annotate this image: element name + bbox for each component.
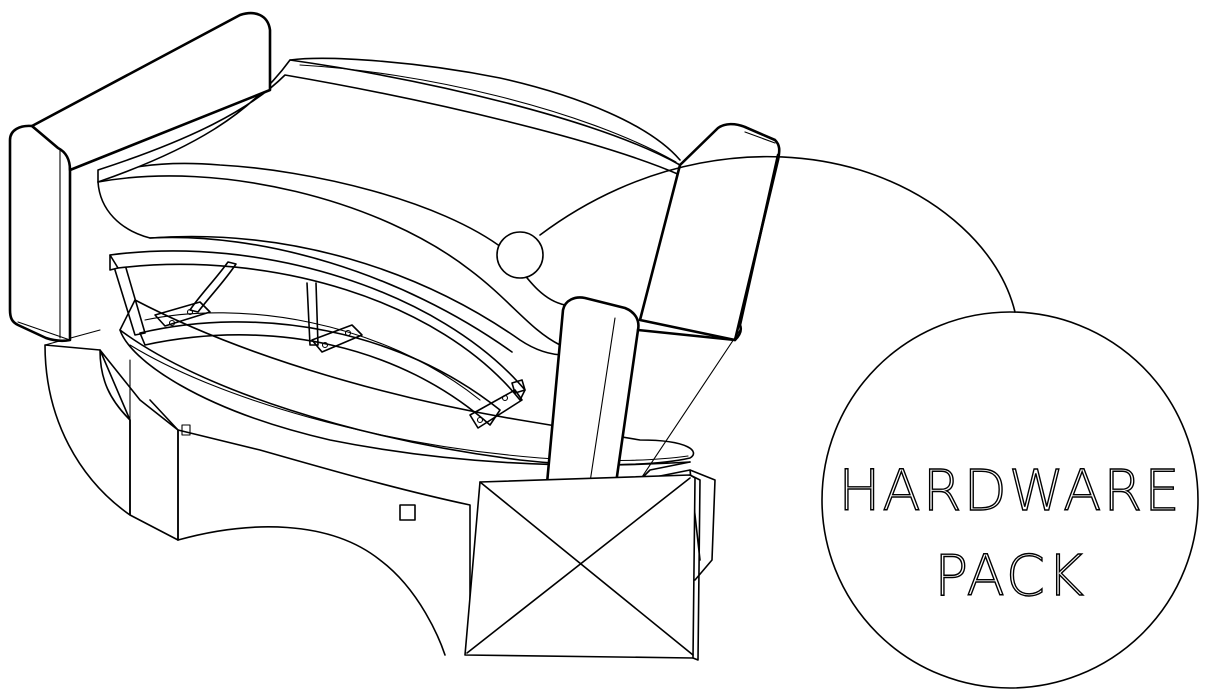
right-monitor: [543, 122, 781, 527]
tray-assembly: [119, 299, 695, 466]
box-front-face: [464, 474, 696, 659]
frame-right-bracket: [469, 389, 523, 429]
frame-center-post: [306, 282, 319, 346]
frame-assembly: [109, 250, 526, 429]
shipping-box: [464, 474, 701, 661]
callout-circle: [821, 311, 1199, 689]
desk-back-panel: [97, 59, 681, 183]
callout-leader-line: [539, 155, 1016, 313]
base-right-block: [639, 469, 716, 581]
base-outer-left-panel: [44, 344, 131, 516]
desk-top-panel: [97, 162, 566, 346]
base-left-face: [99, 349, 179, 541]
callout-label-line1: HARDWARE: [838, 459, 1181, 524]
frame-back-rail: [189, 261, 237, 313]
frame-outer-rail: [109, 250, 526, 401]
desk-top-front-edge: [97, 181, 566, 356]
frame-inner-rail: [139, 321, 501, 426]
frame-center-bracket: [311, 324, 363, 353]
top-surface-assembly: [97, 57, 681, 356]
base-bottom-arc: [177, 526, 446, 656]
left-monitor-face: [8, 124, 72, 343]
frame-left-bracket: [154, 301, 211, 327]
cable-grommet: [496, 231, 544, 279]
callout-label-line2: PACK: [934, 544, 1085, 609]
base-center-box: [177, 429, 471, 616]
tray-top-surface: [119, 299, 695, 466]
left-monitor-back: [30, 11, 272, 172]
hardware-pack-callout: HARDWARE PACK: [821, 311, 1199, 689]
left-monitor: [8, 11, 272, 343]
